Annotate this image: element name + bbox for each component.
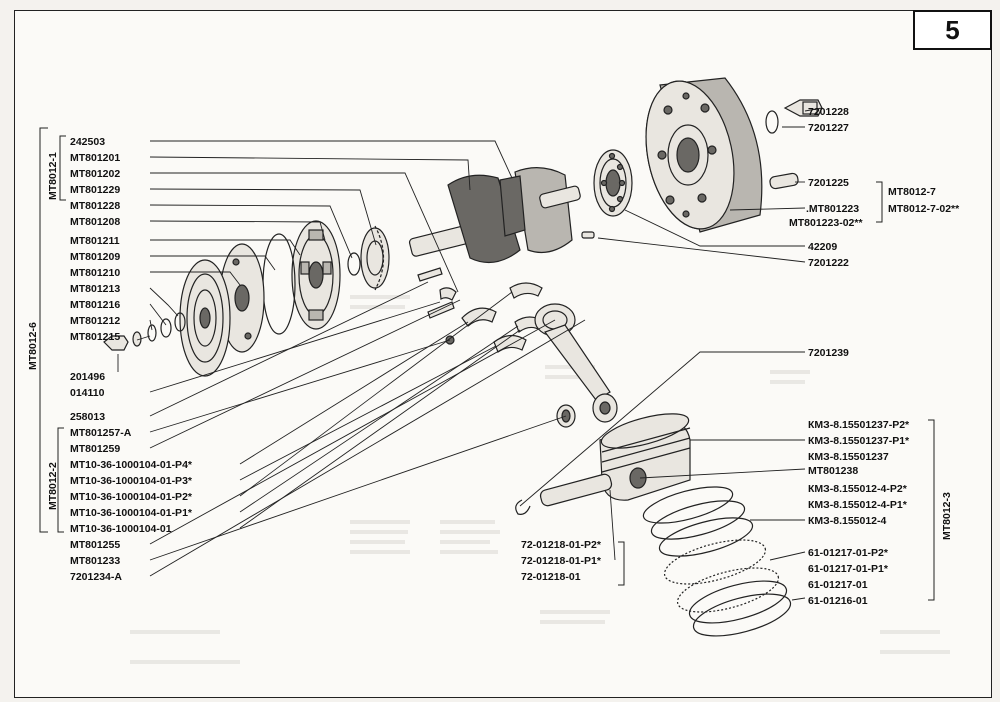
part-label: MT801223-02** bbox=[789, 217, 863, 229]
part-label: MT801259 bbox=[70, 443, 120, 455]
part-label: MT10-36-1000104-01 bbox=[70, 523, 172, 535]
o-ring bbox=[262, 233, 296, 335]
part-label: MT801238 bbox=[808, 465, 858, 477]
part-label: КМЗ-8.15501237 bbox=[808, 451, 889, 463]
part-label: 7201227 bbox=[808, 122, 849, 134]
right-part-labels: 7201228 7201227 7201225 .MT801223 MT8012… bbox=[789, 106, 863, 359]
timing-gear bbox=[360, 225, 390, 291]
page-number: 5 bbox=[945, 14, 960, 45]
group-brackets bbox=[39, 127, 935, 601]
part-label: MT801215 bbox=[70, 331, 120, 343]
flywheel bbox=[645, 77, 763, 233]
part-label: MT10-36-1000104-01-P4* bbox=[70, 459, 193, 471]
ribbed-rotor bbox=[179, 259, 231, 377]
part-label: 72-01218-01-P1* bbox=[521, 555, 602, 567]
ball-bearing bbox=[593, 149, 633, 217]
part-label: КМЗ-8.15501237-P1* bbox=[808, 435, 910, 447]
piston bbox=[599, 413, 691, 501]
part-label: 72-01218-01-P2* bbox=[521, 539, 602, 551]
part-label: MT801201 bbox=[70, 152, 120, 164]
part-label: 258013 bbox=[70, 411, 105, 423]
part-label: MT10-36-1000104-01-P1* bbox=[70, 507, 193, 519]
group-label-mt8012-7: MT8012-7 bbox=[888, 186, 936, 198]
gear-washer bbox=[347, 252, 361, 276]
left-part-labels: 242503 MT801201 MT801202 MT801229 MT8012… bbox=[70, 136, 193, 583]
part-label: MT801210 bbox=[70, 267, 120, 279]
part-label: MT801233 bbox=[70, 555, 120, 567]
part-label: КМЗ-8.15501237-P2* bbox=[808, 419, 910, 431]
group-label-mt8012-2: MT8012-2 bbox=[47, 462, 59, 510]
part-label: 61-01217-01-P1* bbox=[808, 563, 889, 575]
circlip bbox=[515, 499, 531, 515]
bearing-shell-c bbox=[509, 282, 543, 299]
part-label: 61-01217-01 bbox=[808, 579, 868, 591]
part-label: 7201228 bbox=[808, 106, 849, 118]
part-label: КМЗ-8.155012-4-P2* bbox=[808, 483, 908, 495]
part-label: MT10-36-1000104-01-P3* bbox=[70, 475, 193, 487]
part-label: 201496 bbox=[70, 371, 105, 383]
dowel-pin bbox=[769, 172, 799, 190]
part-label: MT801216 bbox=[70, 299, 120, 311]
connecting-rod bbox=[534, 303, 618, 423]
background-show-through bbox=[130, 295, 950, 664]
washer bbox=[765, 110, 779, 134]
part-label: MT801255 bbox=[70, 539, 120, 551]
part-label: MT801228 bbox=[70, 200, 120, 212]
part-label: MT801202 bbox=[70, 168, 120, 180]
piston-part-labels: КМЗ-8.15501237-P2* КМЗ-8.15501237-P1* КМ… bbox=[808, 419, 910, 607]
drawing-frame bbox=[14, 10, 992, 698]
oil-ring-expander bbox=[663, 539, 780, 613]
lock-tab bbox=[439, 287, 457, 301]
part-label: 42209 bbox=[808, 241, 837, 253]
cover-plate bbox=[219, 243, 265, 353]
part-label: 72-01218-01 bbox=[521, 571, 581, 583]
piston-rings bbox=[642, 486, 754, 557]
part-label: КМЗ-8.155012-4 bbox=[808, 515, 887, 527]
oil-slinger-disc bbox=[291, 220, 341, 330]
group-label-mt8012-7-02: MT8012-7-02** bbox=[888, 203, 960, 215]
leader-lines bbox=[117, 107, 823, 601]
part-label: 014110 bbox=[70, 387, 105, 399]
oil-ring-rails bbox=[688, 580, 792, 637]
washer-b bbox=[160, 318, 172, 338]
group-label-mt8012-6: MT8012-6 bbox=[27, 322, 39, 370]
page-number-box: 5 bbox=[913, 10, 992, 50]
part-label: MT801212 bbox=[70, 315, 120, 327]
group-label-mt8012-3: MT8012-3 bbox=[941, 492, 953, 540]
woodruff-key bbox=[581, 231, 595, 239]
crankshaft bbox=[408, 167, 581, 264]
bearing-shell-b bbox=[493, 334, 527, 353]
part-label: MT801257-A bbox=[70, 427, 132, 439]
part-label: MT801229 bbox=[70, 184, 120, 196]
part-label: MT801209 bbox=[70, 251, 120, 263]
group-label-mt8012-1: MT8012-1 bbox=[47, 152, 59, 200]
part-label: КМЗ-8.155012-4-P1* bbox=[808, 499, 908, 511]
part-label: 242503 bbox=[70, 136, 105, 148]
part-label: MT10-36-1000104-01-P2* bbox=[70, 491, 193, 503]
part-label: 61-01216-01 bbox=[808, 595, 868, 607]
part-label: 7201239 bbox=[808, 347, 849, 359]
piston-pin bbox=[539, 473, 613, 507]
part-label: 61-01217-01-P2* bbox=[808, 547, 889, 559]
part-label: 7201225 bbox=[808, 177, 849, 189]
part-label: 7201234-A bbox=[70, 571, 122, 583]
part-label: MT801211 bbox=[70, 235, 120, 247]
piston-pin-labels: 72-01218-01-P2* 72-01218-01-P1* 72-01218… bbox=[521, 539, 602, 583]
part-label: 7201222 bbox=[808, 257, 849, 269]
washer-c bbox=[147, 324, 157, 342]
part-label: MT801208 bbox=[70, 216, 120, 228]
part-label: .MT801223 bbox=[806, 203, 859, 215]
part-label: MT801213 bbox=[70, 283, 120, 295]
washer-a bbox=[174, 312, 186, 332]
rotor-bolt bbox=[103, 335, 129, 351]
split-pin-a bbox=[417, 267, 443, 282]
